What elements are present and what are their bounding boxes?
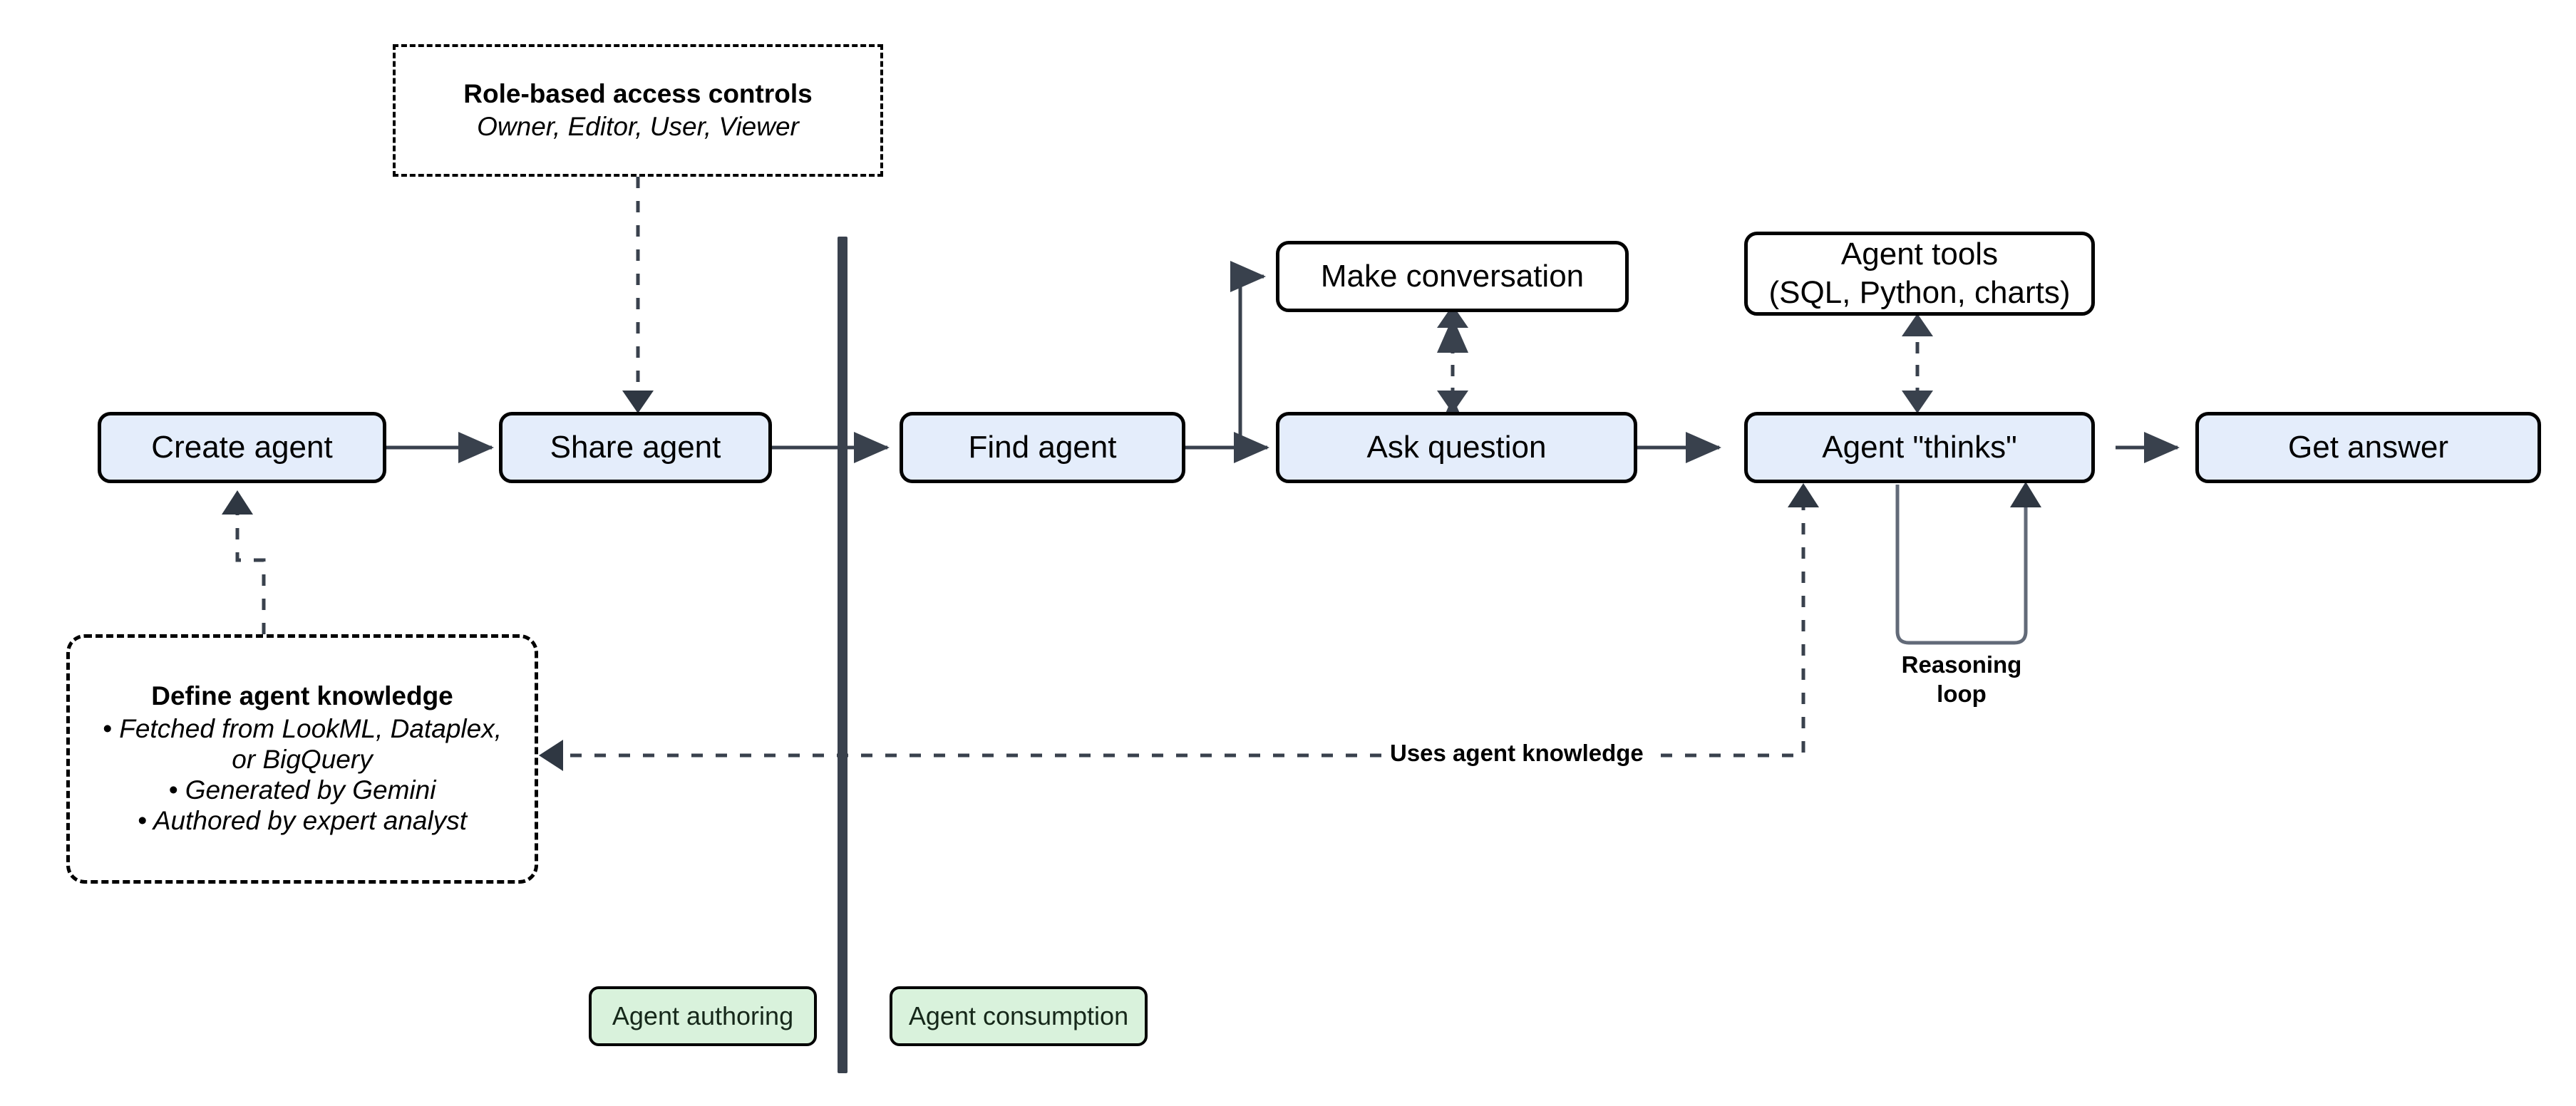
legend-agent-authoring[interactable]: Agent authoring xyxy=(589,986,817,1046)
note-knowledge-bullets: • Fetched from LookML, Dataplex, or BigQ… xyxy=(103,714,502,837)
node-agent-tools-line1: Agent tools xyxy=(1840,237,1999,272)
arrowhead-uses-agent-knowledge-up xyxy=(1788,483,1819,507)
label-reasoning-loop: Reasoning loop xyxy=(1883,650,2040,709)
arrowhead-down-to-agent-thinks xyxy=(1902,391,1933,413)
node-agent-thinks[interactable]: Agent "thinks" xyxy=(1744,412,2095,483)
node-ask-question[interactable]: Ask question xyxy=(1276,412,1637,483)
note-knowledge-bullet: or BigQuery xyxy=(232,745,373,775)
node-get-answer[interactable]: Get answer xyxy=(2195,412,2541,483)
arrowhead-rbac-to-share-agent xyxy=(622,391,654,413)
node-agent-tools[interactable]: Agent tools (SQL, Python, charts) xyxy=(1744,232,2095,316)
edge-knowledge-to-create-agent xyxy=(235,513,266,634)
label-uses-agent-knowledge: Uses agent knowledge xyxy=(1386,740,1648,767)
node-agent-tools-line2: (SQL, Python, charts) xyxy=(1768,275,2071,310)
authoring-consumption-divider xyxy=(838,237,847,1073)
edge-reasoning-loop xyxy=(1895,485,2028,645)
note-rbac-title: Role-based access controls xyxy=(463,78,813,108)
note-knowledge-title: Define agent knowledge xyxy=(151,681,453,711)
arrowhead-reasoning-loop xyxy=(2010,482,2041,507)
note-knowledge-bullet: • Generated by Gemini xyxy=(168,775,436,805)
arrowhead-up-to-agent-tools xyxy=(1902,314,1933,336)
edge-uses-agent-knowledge xyxy=(570,499,1805,758)
node-make-conversation[interactable]: Make conversation xyxy=(1276,241,1629,312)
arrowhead-uses-agent-knowledge-left xyxy=(539,740,563,771)
arrowhead-down-to-ask-question xyxy=(1437,391,1468,413)
note-knowledge-bullet: • Authored by expert analyst xyxy=(137,805,467,835)
arrowhead-knowledge-to-create-agent xyxy=(222,490,253,515)
note-knowledge-bullet: • Fetched from LookML, Dataplex, xyxy=(103,714,502,744)
label-reasoning-loop-line2: loop xyxy=(1937,681,1987,708)
node-create-agent[interactable]: Create agent xyxy=(98,412,386,483)
node-share-agent[interactable]: Share agent xyxy=(499,412,772,483)
label-reasoning-loop-line1: Reasoning xyxy=(1901,651,2022,678)
legend-agent-consumption[interactable]: Agent consumption xyxy=(890,986,1148,1046)
edge-branch-to-make-conversation xyxy=(1230,261,1267,448)
note-rbac-subtitle: Owner, Editor, User, Viewer xyxy=(477,111,799,141)
note-role-based-access-controls: Role-based access controls Owner, Editor… xyxy=(393,44,883,177)
note-define-agent-knowledge: Define agent knowledge • Fetched from Lo… xyxy=(66,634,538,884)
node-find-agent[interactable]: Find agent xyxy=(900,412,1185,483)
